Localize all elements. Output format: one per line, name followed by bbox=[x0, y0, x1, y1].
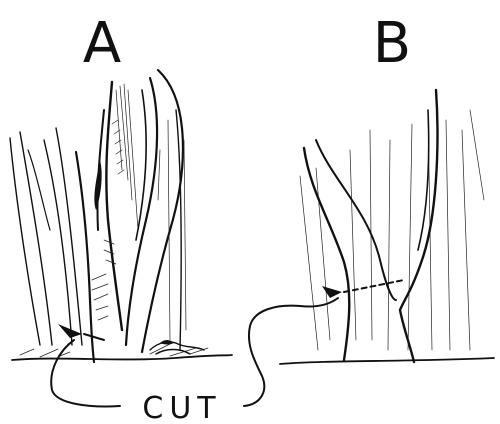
cut-label: CUT bbox=[142, 391, 221, 424]
cut-arrow-b bbox=[322, 286, 342, 298]
label-b: B bbox=[373, 11, 411, 76]
label-a: A bbox=[83, 11, 121, 76]
ground-line-a bbox=[11, 354, 233, 361]
ground-line-b bbox=[279, 357, 495, 365]
cut-arrow-a bbox=[58, 324, 82, 338]
panel-b: B bbox=[279, 11, 495, 365]
cut-callout: CUT bbox=[50, 297, 339, 424]
panel-a: A bbox=[9, 11, 233, 364]
trunk-b-right bbox=[398, 88, 439, 364]
trunk-b-left bbox=[302, 146, 351, 362]
trunk-a bbox=[74, 150, 96, 364]
